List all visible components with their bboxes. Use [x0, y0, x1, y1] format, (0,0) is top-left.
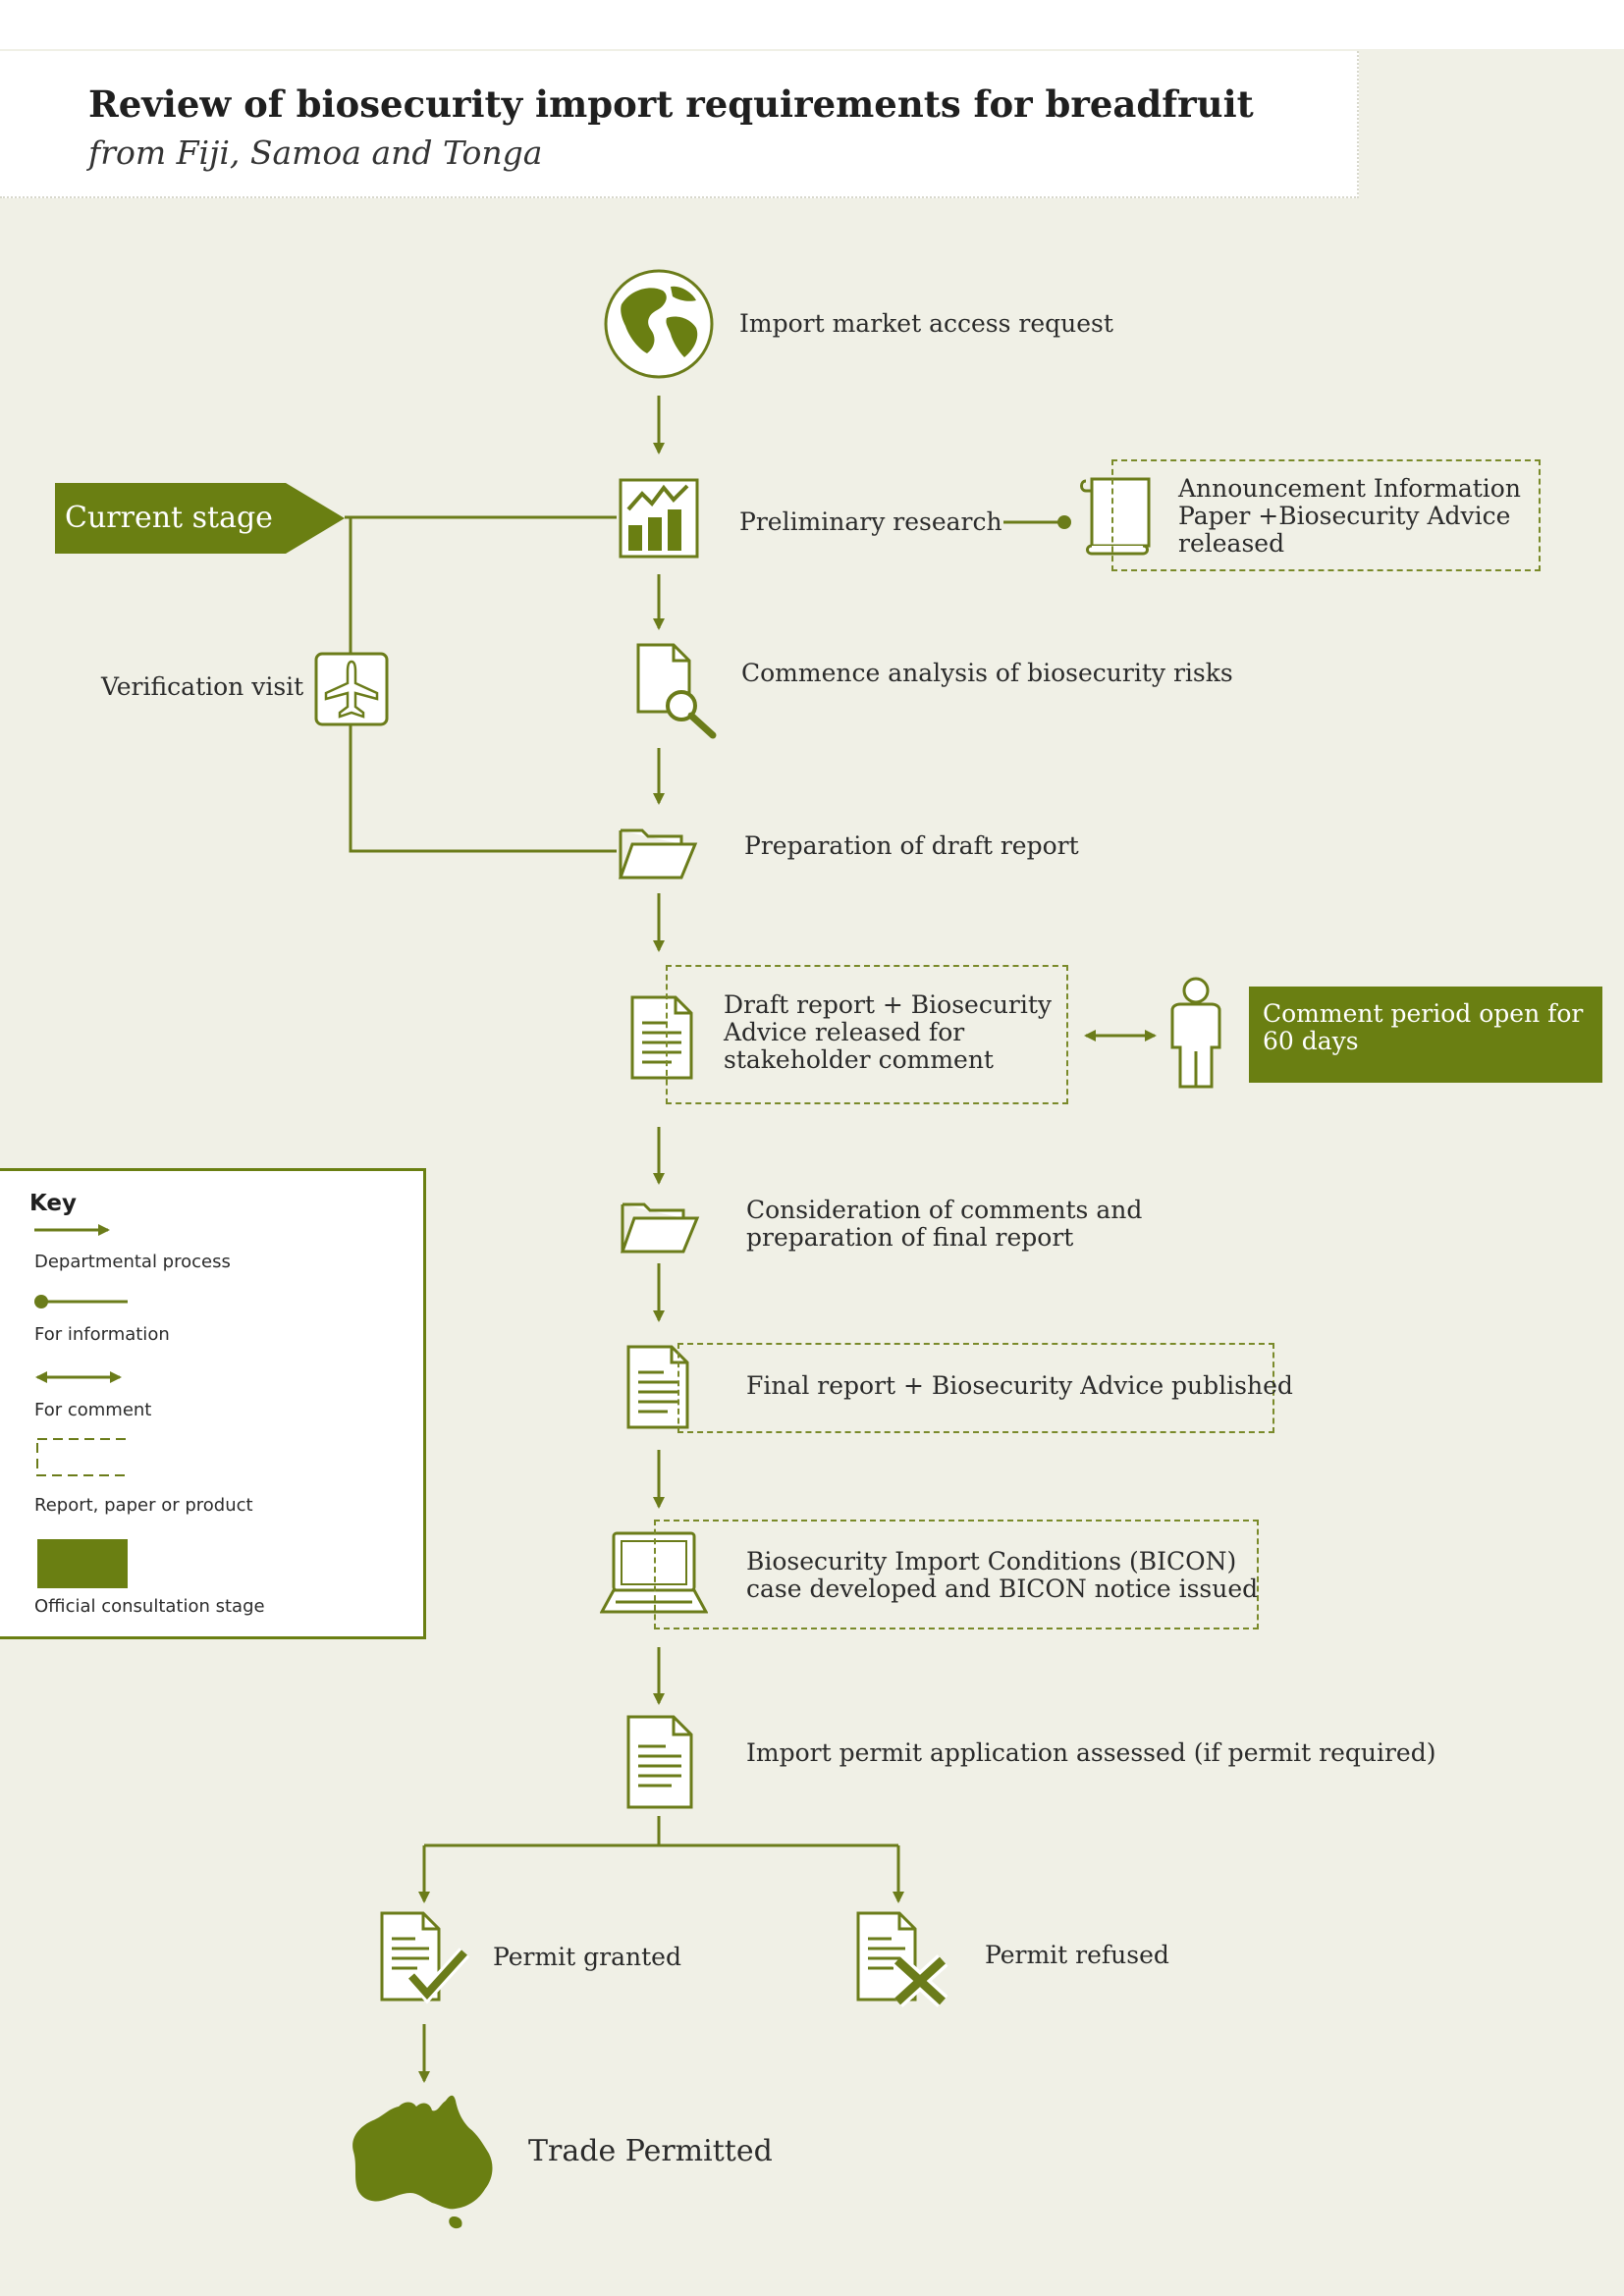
page-title: Review of biosecurity import requirement…: [88, 82, 1254, 126]
comment-period-line-1: Comment period open for: [1263, 999, 1584, 1028]
document-check-icon: [380, 1911, 470, 2004]
current-stage-badge: Current stage: [55, 483, 345, 554]
current-stage-pointer: [55, 483, 345, 554]
key-symbols: [34, 1224, 128, 1588]
final-report-box: [677, 1343, 1274, 1433]
current-stage-label: Current stage: [65, 501, 273, 535]
announcement-line-3: released: [1178, 529, 1285, 558]
step-draft-prep-label: Preparation of draft report: [744, 831, 1079, 860]
step-preliminary-research-label: Preliminary research: [739, 507, 1002, 536]
person-icon: [1170, 977, 1221, 1089]
draft-line-2: Advice released for: [724, 1018, 965, 1046]
step-analysis-label: Commence analysis of biosecurity risks: [741, 659, 1233, 687]
announcement-paper-box: [1111, 459, 1541, 571]
document-icon: [626, 1715, 693, 1809]
page-subtitle: from Fiji, Samoa and Tonga: [88, 133, 543, 172]
comment-period-line-2: 60 days: [1263, 1027, 1359, 1055]
trade-permitted-label: Trade Permitted: [528, 2134, 773, 2168]
announcement-line-2: Paper +Biosecurity Advice: [1178, 502, 1511, 530]
airplane-icon: [314, 652, 389, 726]
announcement-line-1: Announcement Information: [1178, 474, 1521, 503]
key-for-information: For information: [34, 1324, 170, 1345]
bicon-line-1: Biosecurity Import Conditions (BICON): [746, 1547, 1237, 1575]
consideration-line-1: Consideration of comments and: [746, 1196, 1143, 1224]
chart-icon: [619, 478, 699, 559]
folder-icon: [618, 828, 698, 880]
document-icon: [630, 995, 693, 1080]
legend-key: Key Departmental process For information…: [0, 1168, 426, 1639]
key-report-paper-product: Report, paper or product: [34, 1495, 253, 1516]
key-departmental-process: Departmental process: [34, 1252, 231, 1272]
step-final-report-label: Final report + Biosecurity Advice publis…: [746, 1371, 1293, 1400]
australia-map-icon: [352, 2095, 493, 2229]
bicon-box: [654, 1520, 1259, 1629]
consideration-line-2: preparation of final report: [746, 1223, 1074, 1252]
permit-granted-label: Permit granted: [493, 1943, 681, 1971]
key-for-comment: For comment: [34, 1400, 152, 1420]
permit-refused-label: Permit refused: [985, 1941, 1169, 1969]
scroll-icon: [1080, 477, 1151, 556]
draft-line-1: Draft report + Biosecurity: [724, 990, 1053, 1019]
verification-visit-label: Verification visit: [101, 672, 304, 701]
document-cross-icon: [856, 1911, 948, 2007]
step-permit-assessed-label: Import permit application assessed (if p…: [746, 1738, 1436, 1767]
step-import-request-label: Import market access request: [739, 309, 1113, 338]
verification-loop: [349, 515, 617, 853]
globe-icon: [604, 269, 714, 379]
draft-report-box: [666, 965, 1068, 1104]
info-dot: [1057, 515, 1071, 529]
document-icon: [626, 1345, 689, 1429]
magnifier-document-icon: [636, 643, 717, 739]
title-box: [0, 51, 1359, 198]
comment-period-box: Comment period open for 60 days: [1249, 987, 1602, 1083]
folder-icon: [620, 1202, 700, 1254]
draft-line-3: stakeholder comment: [724, 1045, 994, 1074]
bicon-line-2: case developed and BICON notice issued: [746, 1575, 1259, 1603]
key-official-consultation: Official consultation stage: [34, 1596, 265, 1617]
key-title: Key: [29, 1191, 78, 1216]
